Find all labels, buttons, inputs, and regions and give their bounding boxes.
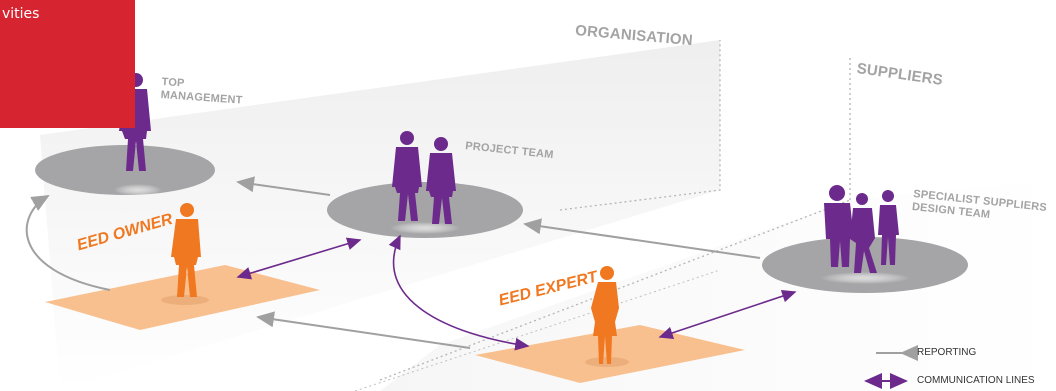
eed-expert-figure: [585, 266, 629, 367]
specialist-suppliers-figures: [820, 185, 910, 284]
sidebar-panel-text: vities: [2, 6, 40, 22]
legend-communication-label: COMMUNICATION LINES: [917, 375, 1035, 386]
project-team-platform: [327, 182, 523, 238]
legend-reporting-label: REPORTING: [917, 347, 977, 358]
sidebar-panel: vities: [0, 0, 135, 128]
project-team-figures: [390, 131, 460, 234]
communication-arrows: [236, 234, 797, 351]
suppliers-platform: [762, 237, 968, 293]
legend: [864, 345, 918, 389]
top-management-platform: [35, 145, 215, 195]
eed-owner-figure: [161, 203, 209, 305]
